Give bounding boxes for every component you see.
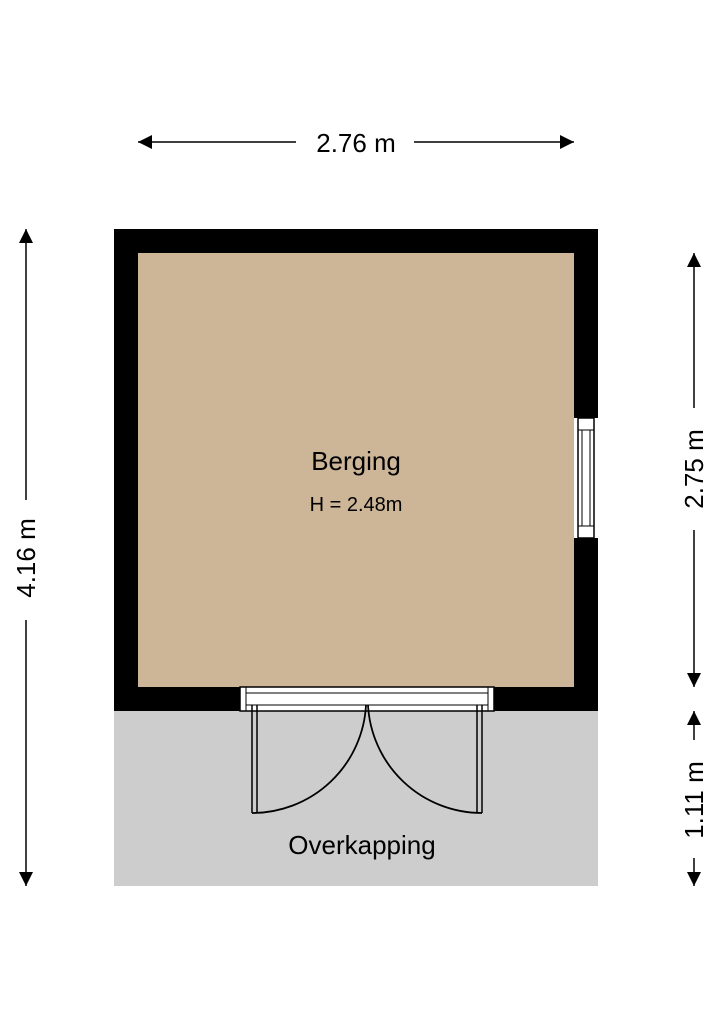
overkapping-area bbox=[114, 710, 598, 886]
room-name-overkapping: Overkapping bbox=[288, 830, 435, 860]
room-height-berging: H = 2.48m bbox=[310, 494, 403, 516]
dimension-top-label: 2.76 m bbox=[316, 128, 396, 158]
door-swing-left-icon bbox=[251, 704, 367, 814]
berging-floor bbox=[138, 253, 574, 687]
door-swing-right-icon bbox=[367, 704, 483, 814]
dimension-left-label: 4.16 m bbox=[11, 518, 41, 598]
room-name-berging: Berging bbox=[311, 446, 401, 476]
door-opening bbox=[240, 687, 494, 711]
dimension-left: 4.16 m bbox=[11, 229, 41, 886]
dimension-top: 2.76 m bbox=[138, 128, 574, 158]
dimension-right-upper-label: 2.75 m bbox=[679, 429, 709, 509]
door-frame bbox=[239, 686, 495, 712]
dimension-right-lower: 1.11 m bbox=[679, 711, 709, 886]
window-icon bbox=[577, 417, 595, 539]
dimension-right-lower-label: 1.11 m bbox=[679, 761, 709, 839]
dimension-right-upper: 2.75 m bbox=[679, 253, 709, 687]
